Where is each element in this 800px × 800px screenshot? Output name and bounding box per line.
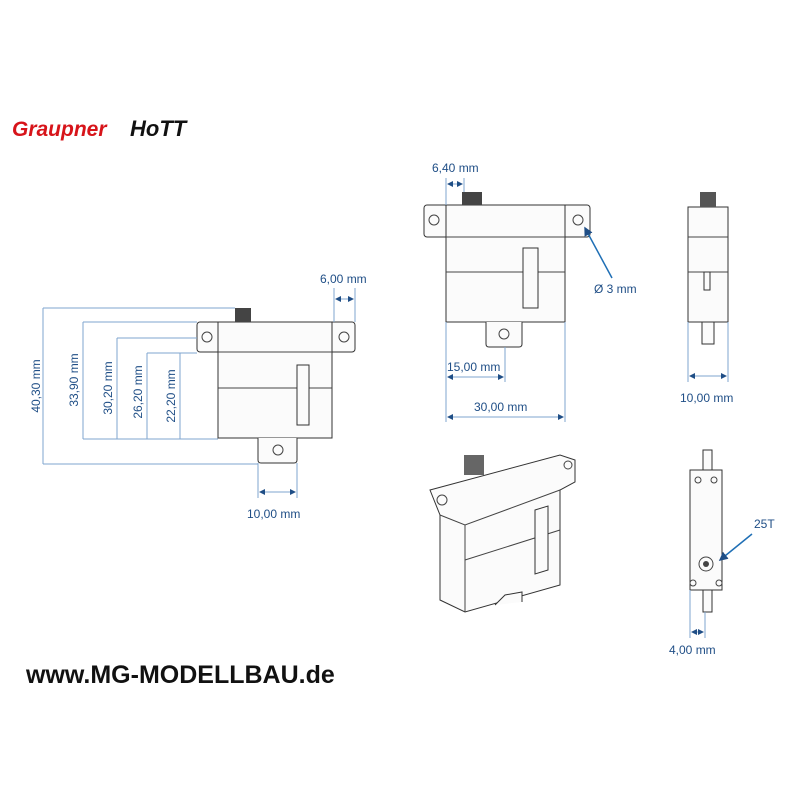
servo-front-view xyxy=(196,308,356,464)
dim-thickness: 10,00 mm xyxy=(680,391,733,405)
servo-bottom-view: 25T 4,00 mm xyxy=(669,449,775,657)
dim-total-height: 40,30 mm xyxy=(29,359,43,412)
dim-height-gear: 33,90 mm xyxy=(67,353,81,406)
svg-text:Graupner: Graupner xyxy=(12,118,108,141)
dim-height-flange-top: 30,20 mm xyxy=(101,361,115,414)
dim-hole-diameter: Ø 3 mm xyxy=(594,282,637,296)
dim-height-flange-bottom: 22,20 mm xyxy=(164,369,178,422)
dim-flange-width: 6,00 mm xyxy=(320,272,367,286)
dim-body-width: 30,00 mm xyxy=(474,400,527,414)
dim-shaft-offset: 15,00 mm xyxy=(447,360,500,374)
servo-3d-view xyxy=(429,454,576,613)
website-url: www.MG-MODELLBAU.de xyxy=(25,661,335,689)
dim-gear-offset: 6,40 mm xyxy=(432,161,479,175)
svg-text:HoTT: HoTT xyxy=(130,116,188,141)
front-view-dimensions: 40,30 mm 33,90 mm 30,20 mm 26,20 mm 22,2… xyxy=(29,272,367,521)
dim-shaft-width: 4,00 mm xyxy=(669,643,716,657)
dim-tab-width: 10,00 mm xyxy=(247,507,300,521)
servo-top-view: 6,40 mm Ø 3 mm 15,00 mm 30,00 mm xyxy=(423,161,637,422)
graupner-hott-logo: Graupner HoTT xyxy=(12,116,188,141)
servo-side-view: 10,00 mm xyxy=(680,192,733,405)
dim-height-flange-mid: 26,20 mm xyxy=(131,365,145,418)
dim-spline: 25T xyxy=(754,517,775,531)
